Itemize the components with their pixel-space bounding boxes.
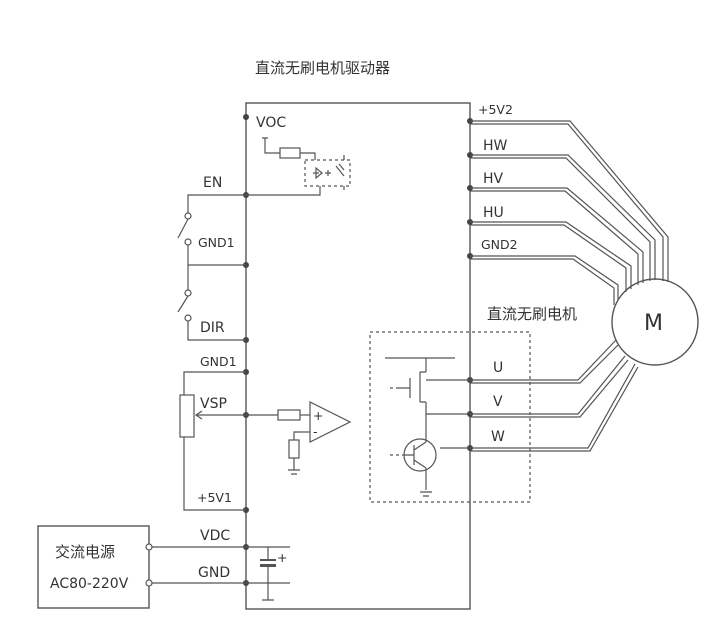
label-en: EN xyxy=(203,175,222,191)
label-5v1: +5V1 xyxy=(197,490,232,505)
label-u: U xyxy=(493,360,503,376)
power-supply: 交流电源 AC80-220V xyxy=(37,525,246,609)
hall-wires xyxy=(470,120,669,305)
phase-wires xyxy=(470,339,639,452)
label-vsp: VSP xyxy=(200,396,227,412)
label-dir: DIR xyxy=(200,320,225,336)
label-vdc: VDC xyxy=(200,528,230,544)
label-gnd2: GND2 xyxy=(481,237,518,252)
vsp-potentiometer xyxy=(179,371,246,511)
power-supply-title: 交流电源 xyxy=(55,543,115,561)
label-gnd1-a: GND1 xyxy=(198,235,235,250)
motor-symbol: M xyxy=(644,311,663,336)
inverter-block xyxy=(369,331,531,503)
motor-caption: 直流无刷电机 xyxy=(487,305,577,323)
power-supply-rating: AC80-220V xyxy=(50,576,129,592)
en-switch xyxy=(177,194,246,266)
svg-text:+: + xyxy=(277,550,287,565)
label-5v2: +5V2 xyxy=(478,102,513,117)
label-hu: HU xyxy=(483,205,504,221)
svg-text:+: + xyxy=(313,408,323,423)
motor: M 直流无刷电机 xyxy=(487,278,699,366)
label-gnd: GND xyxy=(198,565,230,581)
label-hw: HW xyxy=(483,138,508,154)
label-v: V xyxy=(493,394,503,410)
dc-bus-capacitor: + xyxy=(246,546,290,601)
voc-optocoupler xyxy=(246,137,351,196)
label-w: W xyxy=(491,429,505,445)
vsp-opamp: + - xyxy=(246,401,352,475)
label-gnd1-b: GND1 xyxy=(200,354,237,369)
driver-box xyxy=(245,102,471,610)
label-hv: HV xyxy=(483,171,504,187)
dir-switch xyxy=(177,265,246,341)
driver-title: 直流无刷电机驱动器 xyxy=(255,59,390,77)
label-voc: VOC xyxy=(256,115,286,131)
svg-text:-: - xyxy=(313,424,318,439)
